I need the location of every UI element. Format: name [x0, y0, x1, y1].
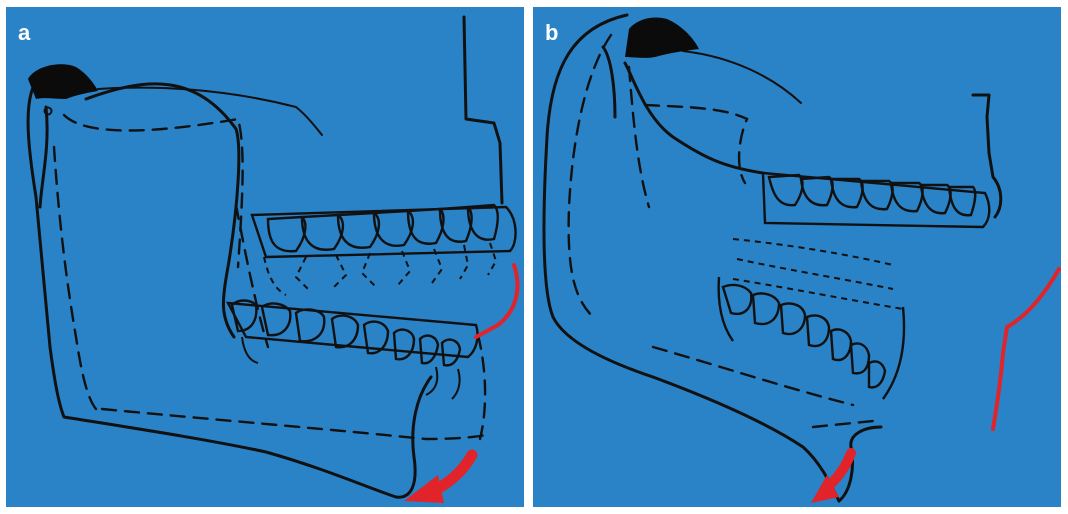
panel-a-drawing	[6, 7, 524, 507]
panel-a: a	[6, 7, 524, 507]
panel-b-drawing	[533, 7, 1061, 507]
panel-b: b	[533, 7, 1061, 507]
panel-a-label: a	[18, 22, 30, 44]
panel-b-label: b	[545, 22, 558, 44]
